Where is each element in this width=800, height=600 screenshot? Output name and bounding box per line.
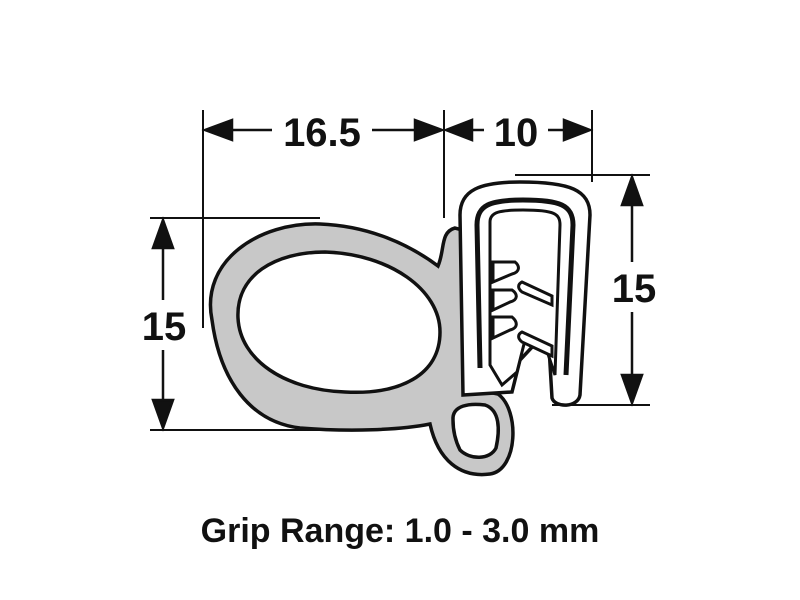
dimension-width-clip: 10	[494, 111, 539, 155]
seal-clip	[458, 180, 592, 407]
seal-bulb	[208, 222, 515, 477]
dimension-height-bulb: 15	[142, 305, 187, 349]
dimension-width-bulb: 16.5	[283, 111, 361, 155]
dimension-height-clip: 15	[612, 267, 657, 311]
dimension-arrows	[151, 118, 644, 432]
grip-range-caption: Grip Range: 1.0 - 3.0 mm	[200, 512, 600, 550]
